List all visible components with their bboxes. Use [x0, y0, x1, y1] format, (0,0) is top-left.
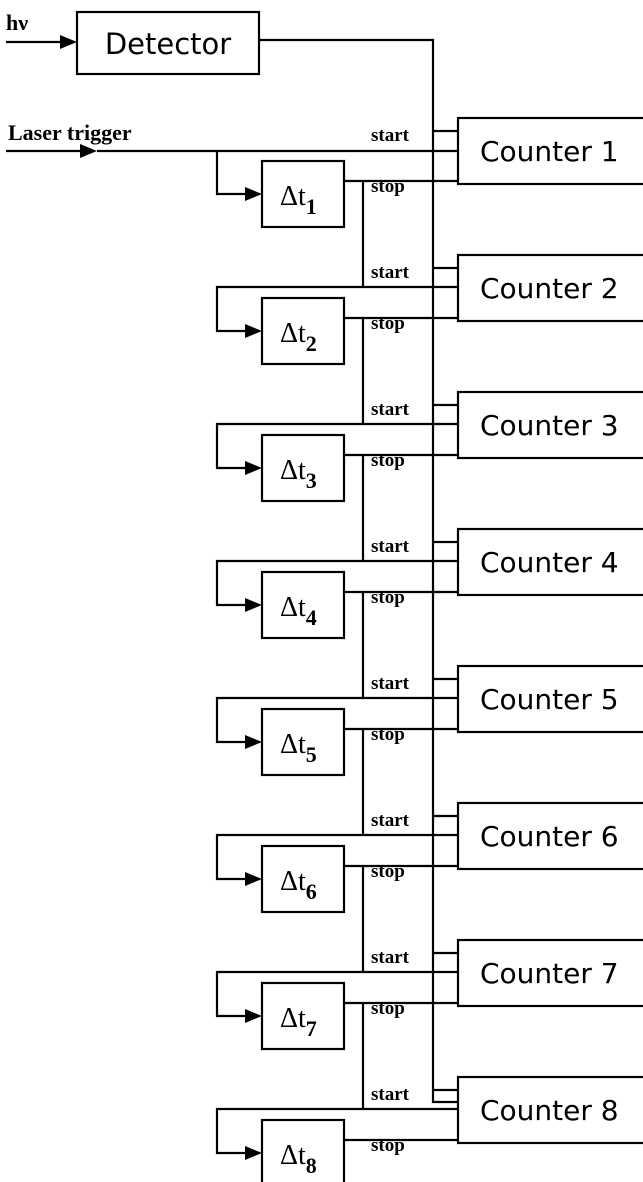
delay-3-input-arrowhead — [245, 461, 262, 475]
delay-2-input-line — [215, 285, 363, 333]
counter-4-start-label: start — [371, 536, 410, 557]
delay-1-symbol: Δt — [280, 181, 306, 212]
counter-6-label: Counter 6 — [480, 820, 619, 853]
counter-8-stop-label: stop — [371, 1135, 405, 1156]
counter-6-stop-label: stop — [371, 861, 405, 882]
counter-5-box — [456, 664, 643, 734]
delay-2-box — [260, 296, 346, 366]
counter-2-start-label: start — [371, 262, 410, 283]
counter-2-label: Counter 2 — [480, 272, 619, 305]
delay-7-input-line — [215, 970, 363, 1018]
counter-1-box — [456, 116, 643, 186]
counter-3-stop-label: stop — [371, 450, 405, 471]
delay-5-input-line — [215, 696, 363, 744]
counter-5-label: Counter 5 — [480, 683, 619, 716]
delay-7-box — [260, 981, 346, 1051]
delay-4-input-arrowhead — [245, 598, 262, 612]
delay-8-index: 8 — [306, 1153, 317, 1178]
counter-4-box — [456, 527, 643, 597]
counter-4-stop-label: stop — [371, 587, 405, 608]
counter-7-box — [456, 938, 643, 1008]
delay-8-label: Δt8 — [280, 1140, 317, 1178]
counter-2-box — [456, 253, 643, 323]
delay-3-input-line — [215, 422, 363, 470]
counter-8-box — [456, 1075, 643, 1145]
counter-7-label: Counter 7 — [480, 957, 619, 990]
delay-4-box — [260, 570, 346, 640]
delay-8-input-arrowhead — [245, 1146, 262, 1160]
delay-2-input-arrowhead — [245, 324, 262, 338]
counter-4-label: Counter 4 — [480, 546, 619, 579]
counter-7-start-label: start — [371, 947, 410, 968]
delay-6-input-line — [215, 833, 363, 881]
counter-3-box — [456, 390, 643, 460]
delay-8-symbol: Δt — [280, 1140, 306, 1171]
delay-1-input-line — [215, 151, 245, 196]
delay-4-input-line — [215, 559, 363, 607]
delay-1-box — [260, 159, 346, 229]
delay-1-input-arrowhead — [245, 187, 262, 201]
counter-3-start-label: start — [371, 399, 410, 420]
delay-7-label: Δt7 — [280, 1003, 317, 1041]
delay-5-symbol: Δt — [280, 729, 306, 760]
counter-6-box — [456, 801, 643, 871]
delay-4-label: Δt4 — [280, 592, 317, 630]
counter-5-stop-label: stop — [371, 724, 405, 745]
delay-4-symbol: Δt — [280, 592, 306, 623]
counter-3-label: Counter 3 — [480, 409, 619, 442]
delay-6-box — [260, 844, 346, 914]
delay-2-label: Δt2 — [280, 318, 317, 356]
delay-6-index: 6 — [306, 879, 317, 904]
detector-label: Detector — [105, 27, 231, 61]
delay-6-label: Δt6 — [280, 866, 317, 904]
wires — [6, 35, 458, 1160]
delay-3-symbol: Δt — [280, 455, 306, 486]
delay-3-label: Δt3 — [280, 455, 317, 493]
delay-1-label: Δt1 — [280, 181, 317, 219]
delay-3-box — [260, 433, 346, 503]
delay-5-index: 5 — [306, 742, 317, 767]
counter-1-stop-label: stop — [371, 176, 405, 197]
delay-5-input-arrowhead — [245, 735, 262, 749]
laser-trigger-label: Laser trigger — [8, 120, 132, 145]
laser-trigger-arrowhead — [80, 144, 97, 158]
delay-7-input-arrowhead — [245, 1009, 262, 1023]
delay-5-label: Δt5 — [280, 729, 317, 767]
counter-2-stop-label: stop — [371, 313, 405, 334]
delay-8-box — [260, 1118, 346, 1182]
detector-bus-line — [259, 38, 458, 1104]
photon-input-arrowhead — [60, 35, 77, 49]
detector-box — [75, 10, 261, 76]
counter-7-stop-label: stop — [371, 998, 405, 1019]
delay-1-index: 1 — [306, 194, 317, 219]
delay-7-index: 7 — [306, 1016, 317, 1041]
counter-8-start-label: start — [371, 1084, 410, 1105]
delay-6-input-arrowhead — [245, 872, 262, 886]
delay-8-input-line — [215, 1107, 363, 1155]
counter-8-label: Counter 8 — [480, 1094, 619, 1127]
delay-4-index: 4 — [306, 605, 317, 630]
delay-5-box — [260, 707, 346, 777]
delay-2-index: 2 — [306, 331, 317, 356]
delay-2-symbol: Δt — [280, 318, 306, 349]
counter-5-start-label: start — [371, 673, 410, 694]
delay-6-symbol: Δt — [280, 866, 306, 897]
photon-input-label: hν — [6, 10, 28, 35]
delay-3-index: 3 — [306, 468, 317, 493]
counter-1-start-label: start — [371, 125, 410, 146]
boxes — [75, 10, 643, 1182]
counter-6-start-label: start — [371, 810, 410, 831]
delay-7-symbol: Δt — [280, 1003, 306, 1034]
counter-1-label: Counter 1 — [480, 135, 619, 168]
